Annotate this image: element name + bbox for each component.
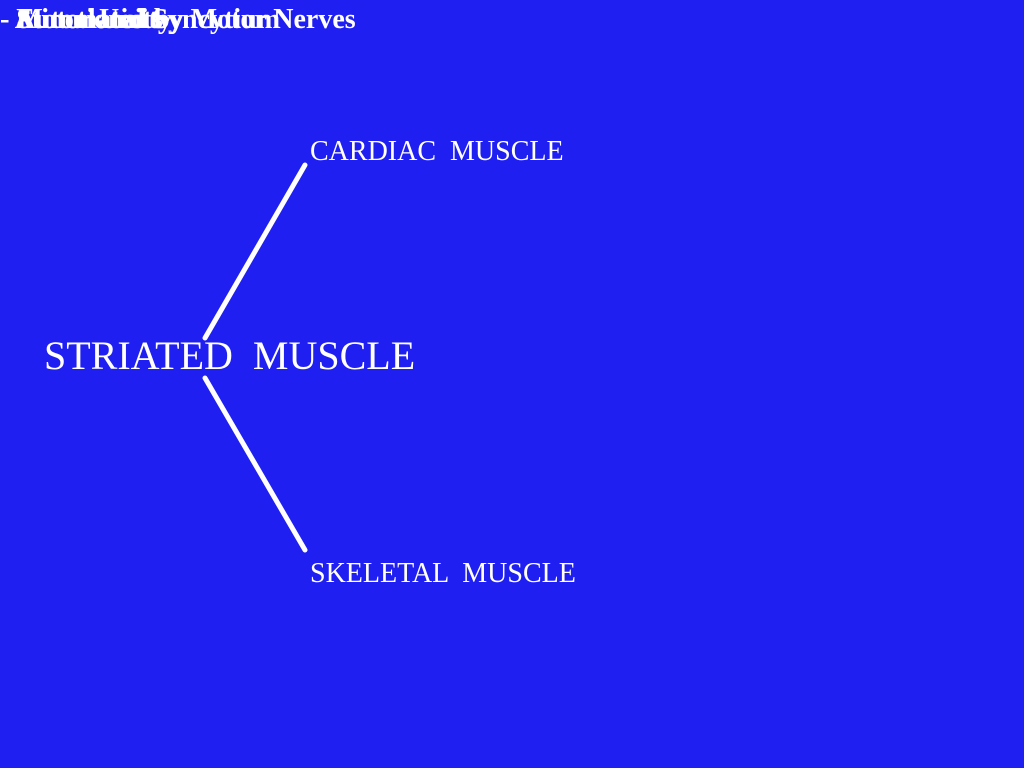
cardiac-point-automaticity: - Automaticity [0,4,172,35]
skeletal-point-motor-units: - Motor Units [0,4,163,35]
cardiac-muscle-title: CARDIAC MUSCLE [310,136,564,167]
striated-muscle-title: STRIATED MUSCLE [44,333,416,378]
cardiac-point-functional-syncytium: - Functional Syncytium [0,4,281,35]
skeletal-point-motor-nerves: - Stimulated by Motor Nerves [0,4,356,35]
skeletal-branch-line [202,375,308,553]
skeletal-muscle-title: SKELETAL MUSCLE [310,558,576,589]
cardiac-branch-line [202,162,308,341]
